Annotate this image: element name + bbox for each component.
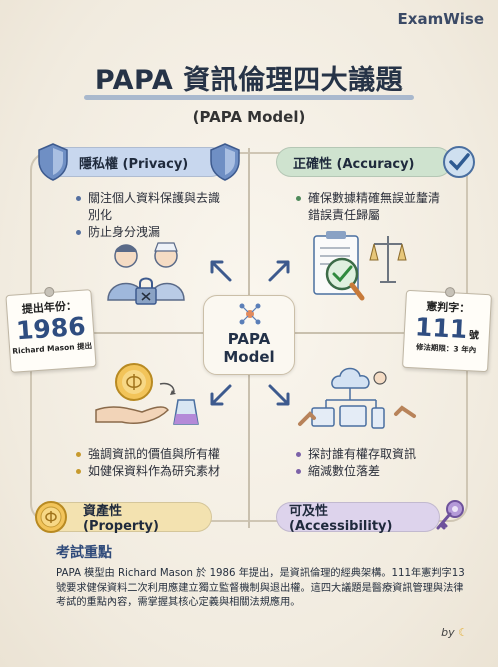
exam-focus-title: 考試重點 xyxy=(56,545,112,561)
list-item: 縮減數位落差 xyxy=(294,463,444,480)
page-title: PAPA 資訊倫理四大議題 xyxy=(94,65,404,96)
center-line-1: PAPA xyxy=(227,330,271,348)
title-underline xyxy=(84,95,414,100)
center-model-box: PAPA Model xyxy=(203,295,295,375)
network-nodes-icon xyxy=(239,303,261,325)
accessibility-heading: 可及性 (Accessibility) xyxy=(276,500,464,534)
banana-icon: ☾ xyxy=(458,626,468,639)
exam-focus-section: 考試重點 PAPA 模型由 Richard Mason 於 1986 年提出，是… xyxy=(56,542,466,611)
ruling-card-unit: 號 xyxy=(468,330,480,342)
list-item: 探討誰有權存取資訊 xyxy=(294,446,444,463)
accuracy-bullet-list: 確保數據精確無誤並釐清錯誤責任歸屬 xyxy=(294,190,444,224)
year-card: 提出年份： 1986 Richard Mason 提出 xyxy=(5,286,97,373)
property-bullet-list: 強調資訊的價值與所有權 如健保資料作為研究素材 xyxy=(74,446,264,480)
accessibility-bullet-list: 探討誰有權存取資訊 縮減數位落差 xyxy=(294,446,444,480)
property-heading: 資產性 (Property) xyxy=(35,501,212,534)
pin-icon xyxy=(43,286,55,298)
coin-hand-illustration xyxy=(95,363,199,425)
checklist-scale-illustration xyxy=(313,231,407,301)
list-item: 防止身分洩漏 xyxy=(74,224,224,241)
key-icon xyxy=(436,500,464,530)
privacy-bullet-list: 關注個人資料保護與去識別化 防止身分洩漏 xyxy=(74,190,224,241)
shield-icon xyxy=(210,143,240,181)
accuracy-heading: 正確性 (Accuracy) xyxy=(276,146,475,178)
list-item: 確保數據精確無誤並釐清錯誤責任歸屬 xyxy=(294,190,444,224)
arrow-down-right-icon xyxy=(268,384,290,406)
brain-coin-icon xyxy=(35,501,67,533)
arrow-down-left-icon xyxy=(210,384,232,406)
ruling-card-value: 111 xyxy=(414,312,468,345)
list-item: 強調資訊的價值與所有權 xyxy=(74,446,264,463)
list-item: 關注個人資料保護與去識別化 xyxy=(74,190,224,224)
exam-focus-text: PAPA 模型由 Richard Mason 於 1986 年提出，是資訊倫理的… xyxy=(56,568,465,608)
cloud-devices-illustration xyxy=(298,367,416,429)
pin-icon xyxy=(444,286,456,298)
shield-icon xyxy=(38,143,68,181)
brand-logo-text: ExamWise xyxy=(397,10,484,28)
healthcare-workers-illustration xyxy=(107,242,185,305)
ruling-card: 憲判字： 111號 修法期限：3 年內 xyxy=(402,286,492,373)
checkmark-badge-icon xyxy=(443,146,475,178)
arrow-up-left-icon xyxy=(210,260,232,282)
page-subtitle: (PAPA Model) xyxy=(192,108,306,126)
byline-text: by xyxy=(441,626,455,639)
center-line-2: Model xyxy=(223,348,275,366)
accuracy-label: 正確性 (Accuracy) xyxy=(293,156,415,172)
list-item: 如健保資料作為研究素材 xyxy=(74,463,264,480)
accessibility-label: 可及性 (Accessibility) xyxy=(289,504,393,534)
privacy-label: 隱私權 (Privacy) xyxy=(79,156,189,172)
privacy-heading: 隱私權 (Privacy) xyxy=(38,143,240,181)
property-label: 資產性 (Property) xyxy=(83,504,159,534)
byline: by ☾ xyxy=(441,626,468,639)
arrow-up-right-icon xyxy=(268,260,290,282)
